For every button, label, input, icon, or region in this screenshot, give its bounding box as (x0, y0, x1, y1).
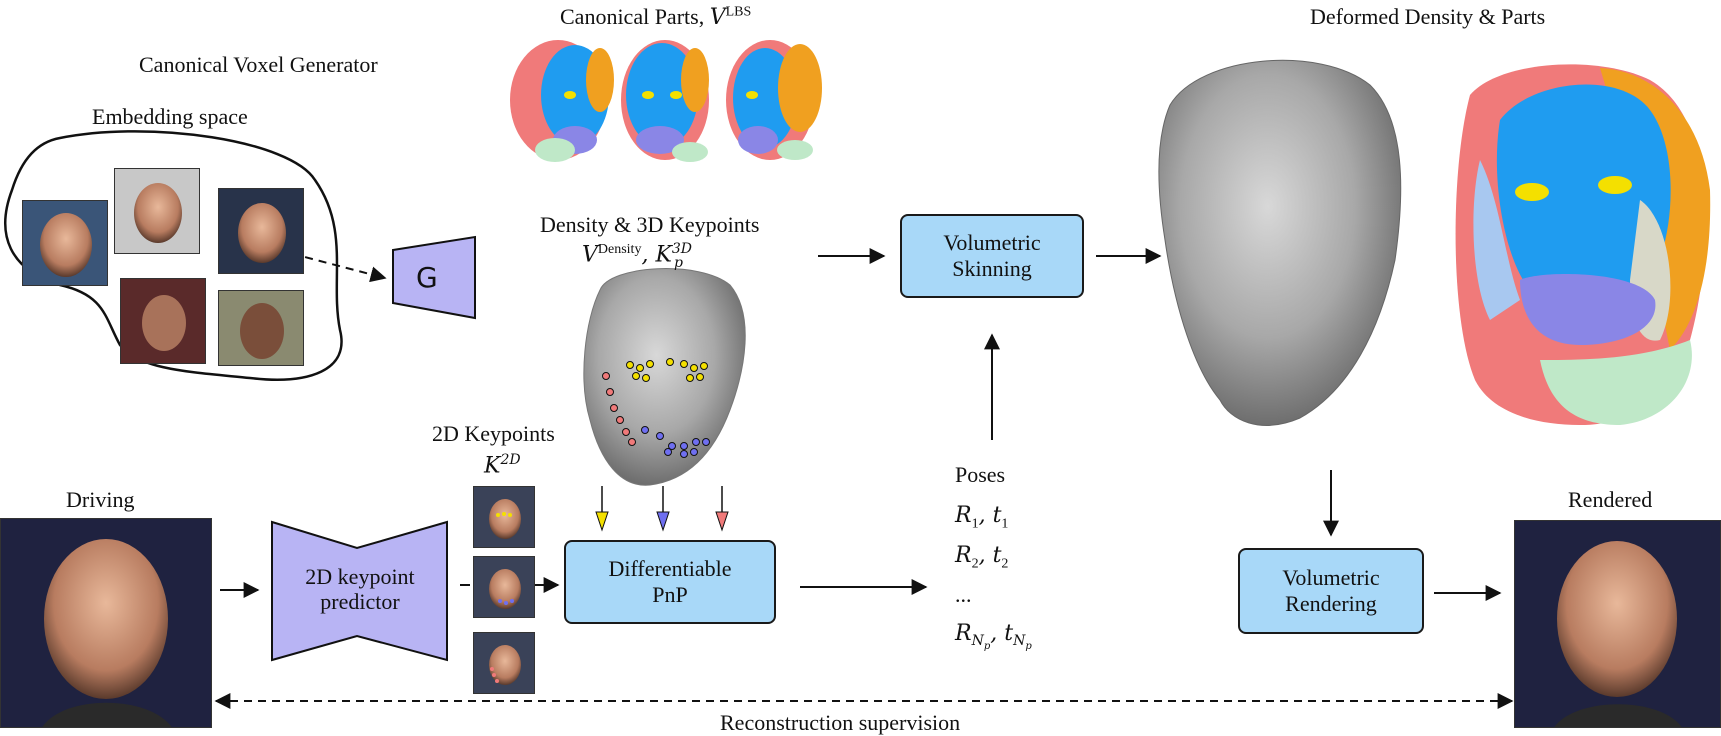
pose-2: R2, t2 (955, 543, 1009, 572)
poses-label: Poses (955, 462, 1006, 487)
embedding-space-label: Embedding space (92, 104, 248, 129)
density-head-with-keypoints (583, 268, 746, 486)
canonical-head-2 (621, 40, 709, 162)
rendered-frame (1514, 520, 1721, 728)
keypoints-2d-thumb-1 (473, 486, 535, 548)
canonical-voxel-generator-label: Canonical Voxel Generator (139, 52, 378, 77)
density-keypoints-label: Density & 3D Keypoints (540, 212, 760, 237)
reconstruction-supervision-label: Reconstruction supervision (720, 710, 961, 735)
keypoint-predictor-block (271, 520, 448, 662)
deformed-parts-head (1455, 64, 1711, 425)
canonical-parts-label: Canonical Parts, VLBS (560, 4, 752, 30)
canonical-head-3 (726, 40, 822, 160)
keypoints-2d-thumb-3 (473, 632, 535, 694)
keypoint-group-red-arrow (715, 486, 729, 532)
keypoints-2d-thumb-2 (473, 556, 535, 618)
embedding-face-5 (218, 290, 304, 366)
canonical-parts-heads (510, 40, 822, 162)
keypoint-group-blue-arrow (656, 486, 670, 532)
embedding-face-3 (218, 188, 304, 274)
deformed-density-parts-label: Deformed Density & Parts (1310, 4, 1546, 29)
driving-label: Driving (66, 487, 135, 512)
generator-label: G (416, 261, 438, 294)
rendered-label: Rendered (1568, 487, 1653, 512)
pose-n: RNp, tNp (955, 621, 1032, 653)
embedding-face-2 (114, 168, 200, 254)
pose-ellipsis: ... (955, 582, 972, 607)
density-keypoints-math: VDensity, K3Dp (582, 241, 693, 271)
canonical-head-1 (510, 40, 614, 162)
generator-block (392, 235, 476, 320)
pose-1: R1, t1 (955, 503, 1009, 532)
deformed-density-head (1158, 59, 1402, 426)
keypoints-2d-label: 2D Keypoints (432, 421, 555, 446)
driving-frame (0, 518, 212, 728)
embedding-face-1 (22, 200, 108, 286)
keypoints-2d-math: K2D (484, 452, 521, 479)
keypoint-group-yellow-arrow (595, 486, 609, 532)
embedding-face-4 (120, 278, 206, 364)
